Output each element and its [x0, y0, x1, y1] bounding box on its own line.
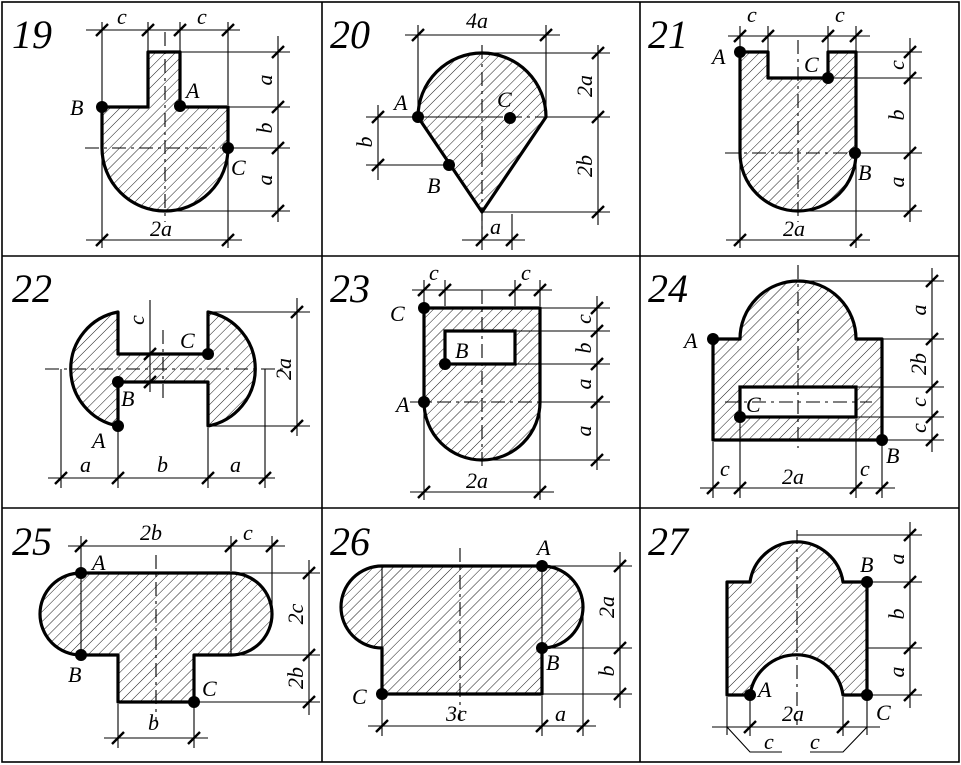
- figure-27: 27 a b a 2a c c B A C: [648, 519, 922, 754]
- dim-label: c: [720, 456, 730, 481]
- point-label: C: [497, 87, 512, 112]
- figure-number: 25: [12, 519, 52, 564]
- point-label: C: [352, 684, 367, 709]
- dim-label: c: [429, 260, 439, 285]
- dim-label: b: [148, 710, 159, 735]
- point-label: B: [121, 386, 134, 411]
- point-label: B: [886, 443, 899, 468]
- figure-number: 24: [648, 266, 688, 311]
- dim-label: c: [810, 729, 820, 754]
- point-label: A: [90, 550, 106, 575]
- figure-number: 19: [12, 12, 52, 57]
- dim-label: a: [884, 667, 909, 678]
- point-label: A: [184, 78, 200, 103]
- figure-number: 26: [330, 519, 370, 564]
- dim-label: 2a: [782, 701, 804, 726]
- dim-label: c: [124, 315, 149, 325]
- dim-label: c: [906, 423, 931, 433]
- dim-label: c: [521, 260, 531, 285]
- dim-label: b: [884, 609, 909, 620]
- dim-label: b: [352, 137, 377, 148]
- dim-label: 2a: [783, 216, 805, 241]
- dim-label: 2b: [140, 520, 162, 545]
- point-label: B: [860, 552, 873, 577]
- point-label: A: [535, 535, 551, 560]
- dim-label: a: [906, 305, 931, 316]
- point-label: B: [68, 662, 81, 687]
- dim-label: c: [747, 2, 757, 27]
- dim-label: c: [571, 314, 596, 324]
- dim-label: b: [884, 110, 909, 121]
- point-label: A: [682, 328, 698, 353]
- point-label: B: [70, 95, 83, 120]
- point-label: A: [90, 428, 106, 453]
- point-label: C: [746, 392, 761, 417]
- figure-26: 26 2a b 3c a A B C: [330, 519, 632, 736]
- dim-label: 2a: [271, 358, 296, 380]
- point-label: B: [427, 173, 440, 198]
- dim-label: a: [80, 452, 91, 477]
- dim-label: c: [197, 4, 207, 29]
- hole: [443, 329, 517, 366]
- dim-label: a: [230, 452, 241, 477]
- dim-label: b: [571, 343, 596, 354]
- dim-label: 2b: [572, 155, 597, 177]
- dim-label: 2a: [594, 596, 619, 618]
- point-label: B: [546, 650, 559, 675]
- figure-21: 21 c c c b a 2a: [648, 2, 922, 248]
- point-label: C: [804, 52, 819, 77]
- point-label: A: [394, 392, 410, 417]
- figure-23: 23 c c c b a a: [330, 260, 610, 500]
- dim-label: b: [157, 452, 168, 477]
- point-label: A: [392, 90, 408, 115]
- dim-label: c: [764, 729, 774, 754]
- dim-label: a: [252, 75, 277, 86]
- figure-number: 22: [12, 266, 52, 311]
- figure-25: 25 2b c 2c 2b b A B: [12, 519, 320, 748]
- dim-label: 2b: [906, 353, 931, 375]
- dim-label: a: [252, 175, 277, 186]
- dim-label: 3c: [445, 701, 467, 726]
- dim-label: c: [884, 60, 909, 70]
- point-label: C: [390, 301, 405, 326]
- figure-number: 27: [648, 519, 690, 564]
- dim-label: 2c: [283, 603, 308, 624]
- dim-label: c: [860, 456, 870, 481]
- point-label: B: [455, 338, 468, 363]
- dim-label: c: [243, 520, 253, 545]
- figure-24: 24 a 2b c c c 2a c: [648, 265, 944, 498]
- dim-label: 4a: [466, 8, 488, 33]
- figure-number: 20: [330, 12, 370, 57]
- dim-label: 2a: [150, 216, 172, 241]
- dim-label: c: [835, 2, 845, 27]
- figure-number: 21: [648, 12, 688, 57]
- dim-label: 2a: [572, 75, 597, 97]
- dim-label: 2b: [283, 667, 308, 689]
- figure-22: 22 c 2a a b a C B A: [12, 266, 310, 488]
- point-label: C: [231, 155, 246, 180]
- dim-label: 2a: [466, 468, 488, 493]
- figure-19: 19 c c a b a 2a: [12, 4, 290, 248]
- point-label: C: [202, 676, 217, 701]
- dim-label: a: [490, 214, 501, 239]
- point-label: B: [858, 160, 871, 185]
- dim-label: a: [884, 554, 909, 565]
- dim-label: a: [571, 426, 596, 437]
- dim-label: b: [594, 666, 619, 677]
- figure-number: 23: [330, 266, 370, 311]
- point-label: C: [180, 328, 195, 353]
- dim-label: a: [571, 379, 596, 390]
- dim-label: c: [117, 4, 127, 29]
- dim-label: 2a: [782, 464, 804, 489]
- figure-20: 20 4a 2a 2b b a: [330, 8, 610, 250]
- dim-label: c: [906, 397, 931, 407]
- point-label: A: [756, 677, 772, 702]
- dim-label: a: [555, 701, 566, 726]
- dim-label: a: [884, 177, 909, 188]
- point-label: C: [876, 700, 891, 725]
- point-label: A: [710, 44, 726, 69]
- dim-label: b: [252, 123, 277, 134]
